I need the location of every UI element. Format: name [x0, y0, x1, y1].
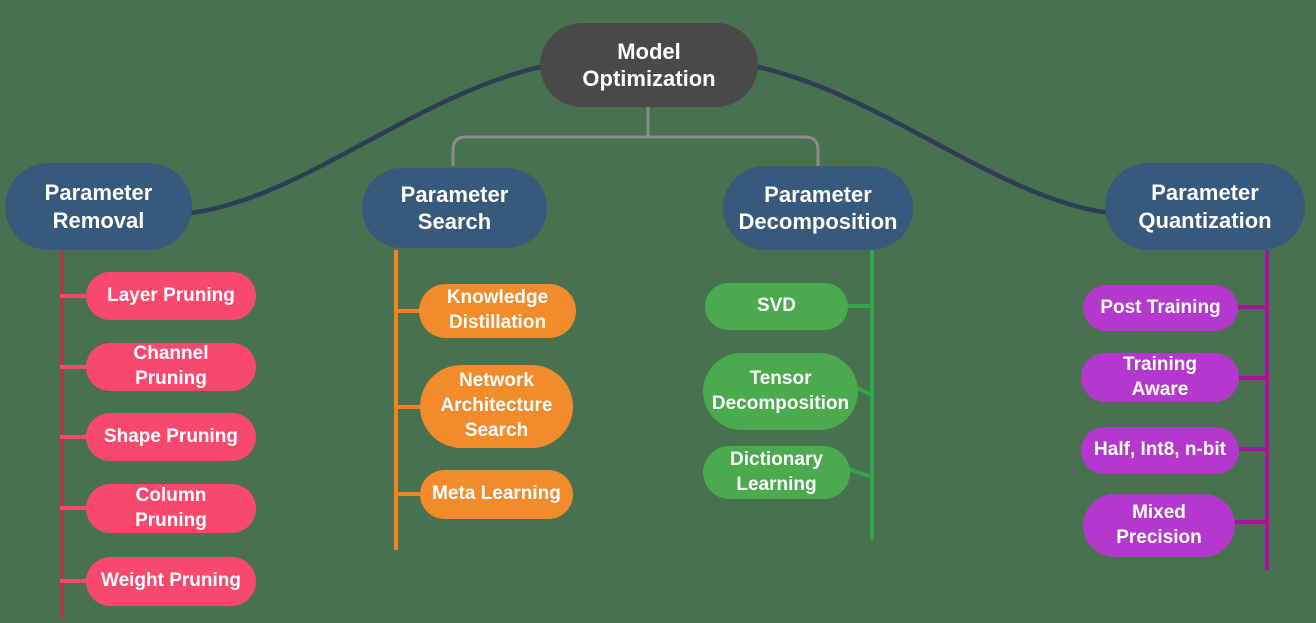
node-meta-learning[interactable]: Meta Learning	[420, 470, 573, 519]
node-parameter-search[interactable]: Parameter Search	[362, 168, 547, 248]
node-weight-pruning[interactable]: Weight Pruning	[86, 557, 256, 606]
node-parameter-removal[interactable]: Parameter Removal	[5, 163, 192, 250]
node-mixed-precision[interactable]: Mixed Precision	[1083, 494, 1235, 557]
node-half-int8-nbit[interactable]: Half, Int8, n-bit	[1081, 427, 1239, 474]
node-channel-pruning[interactable]: Channel Pruning	[86, 343, 256, 391]
node-training-aware[interactable]: Training Aware	[1081, 353, 1239, 402]
node-post-training[interactable]: Post Training	[1083, 285, 1238, 331]
node-parameter-decomposition[interactable]: Parameter Decomposition	[723, 166, 913, 250]
root-link-left-curve	[189, 63, 546, 216]
root-link-bracket	[451, 135, 820, 166]
node-dictionary-learning[interactable]: Dictionary Learning	[703, 446, 850, 499]
node-network-architecture-search[interactable]: Network Architecture Search	[420, 365, 573, 448]
node-shape-pruning[interactable]: Shape Pruning	[86, 413, 256, 461]
node-svd[interactable]: SVD	[705, 283, 848, 330]
node-knowledge-distillation[interactable]: Knowledge Distillation	[419, 284, 576, 338]
node-column-pruning[interactable]: Column Pruning	[86, 484, 256, 533]
tick-dictionary-learning	[847, 467, 873, 479]
node-model-optimization[interactable]: Model Optimization	[540, 23, 758, 107]
node-parameter-quantization[interactable]: Parameter Quantization	[1105, 163, 1305, 250]
root-link-right-curve	[752, 63, 1111, 216]
node-layer-pruning[interactable]: Layer Pruning	[86, 272, 256, 320]
node-tensor-decomposition[interactable]: Tensor Decomposition	[703, 353, 858, 430]
